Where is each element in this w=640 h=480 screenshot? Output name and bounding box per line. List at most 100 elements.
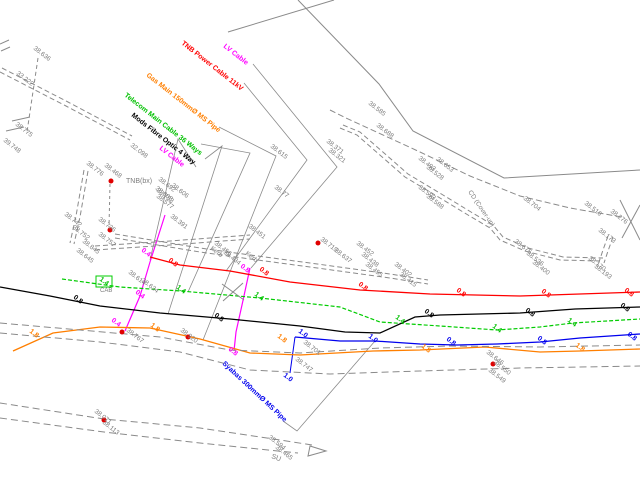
elevation-label: 38.747 xyxy=(294,356,314,374)
elevation-label: 38.775 xyxy=(14,121,34,139)
cross-mark-2a xyxy=(619,199,640,241)
elevation-label: 38.468 xyxy=(103,162,123,180)
survey-point xyxy=(101,417,107,423)
elevation-label: 38.636 xyxy=(32,45,52,63)
depth-label: 0.8 xyxy=(213,312,225,324)
corner-mark-1 xyxy=(0,39,10,45)
depth-label: 0.8 xyxy=(623,287,635,299)
depth-label: 0.8 xyxy=(72,294,84,306)
tnb-trench-dashed xyxy=(69,169,85,244)
elevation-label: 38.688 xyxy=(375,122,395,140)
depth-label: 0.8 xyxy=(423,308,435,320)
kerb-dashed-upper xyxy=(94,238,251,251)
survey-point xyxy=(108,178,114,184)
kerb-dashed-upper xyxy=(94,234,251,247)
utility-label-gas: Gas Main 150mmØ MS Pipe xyxy=(145,72,222,134)
elevation-label: 38.391 xyxy=(169,213,189,231)
kerb-dashed-mid xyxy=(249,254,429,281)
cross-mark-1b xyxy=(222,282,244,302)
survey-tick-1 xyxy=(11,116,31,122)
cable-box xyxy=(95,275,113,288)
depth-label: 1.0 xyxy=(367,333,379,345)
survey-tick-2 xyxy=(5,126,25,132)
depth-label: 1.0 xyxy=(282,372,294,384)
depth-label: 1.4 xyxy=(491,323,503,335)
elevation-label: 38.767 xyxy=(125,327,145,345)
corner-mark-2 xyxy=(0,46,11,52)
depth-label: 0.4 xyxy=(110,317,122,329)
survey-point xyxy=(490,361,496,367)
depth-label: 1.4 xyxy=(566,317,578,329)
depth-label: 1.4 xyxy=(394,314,406,326)
depth-label: 0.8 xyxy=(167,257,179,269)
depth-label: 1.8 xyxy=(149,322,161,334)
depth-label: 0.8 xyxy=(626,331,638,343)
syabas-pipe-line xyxy=(294,333,640,346)
depth-label: 1.0 xyxy=(297,328,309,340)
leader-telecom-cable xyxy=(187,143,251,293)
tnb-dashed-drop xyxy=(108,183,111,228)
leader-lv-cable-1 xyxy=(250,63,338,269)
survey-dashed-ne-pair xyxy=(339,127,601,262)
cross-mark-2b xyxy=(621,204,640,239)
fibre-optic-line xyxy=(0,286,640,334)
survey-dashed-east-vertical xyxy=(603,236,614,264)
survey-dashed-topleft xyxy=(0,71,131,141)
tnb-trench-dashed xyxy=(73,170,89,245)
leader-gas-main xyxy=(202,126,277,341)
elevation-label: 38.585 xyxy=(367,100,387,118)
survey-dashed-ne-long xyxy=(329,109,623,218)
lv-cable-crossing-1 xyxy=(124,214,166,332)
depth-label: 1.4 xyxy=(98,276,110,288)
depth-label: 1.8 xyxy=(276,333,288,345)
plot-boundary xyxy=(297,0,640,179)
road-dashed-bottom-2 xyxy=(0,417,299,454)
depth-label: 0.8 xyxy=(455,287,467,299)
elevation-label: 38.173 xyxy=(597,227,617,245)
tnb-power-cable-line xyxy=(149,256,640,297)
plot-boundary-spur xyxy=(227,0,335,33)
gas-main-pipe-line xyxy=(12,326,640,356)
depth-label: 0.8 xyxy=(524,307,536,319)
leader-fibre-optic xyxy=(167,144,223,315)
kerb-label: Kerb xyxy=(244,250,259,264)
leader-lv-cable-2 xyxy=(149,137,197,261)
road-dashed-bottom-1 xyxy=(0,402,313,446)
survey-point xyxy=(185,334,191,340)
survey-station-label: SU xyxy=(270,453,282,463)
depth-label: 0.8 xyxy=(536,335,548,347)
elevation-label: 38.757 xyxy=(97,231,117,249)
elevation-label: 38.276 xyxy=(609,208,629,226)
depth-label: 1.4 xyxy=(175,284,187,296)
leader-syabas-pipe xyxy=(282,340,376,432)
depth-label: 0.8 xyxy=(357,281,369,293)
depth-label: 1.4 xyxy=(253,291,265,303)
survey-dashed-ne-pair xyxy=(342,124,604,259)
utility-label-tnb: TNB Power Cable 11kV xyxy=(180,40,245,93)
kerb-dashed-west xyxy=(114,233,251,256)
depth-label: 0.4 xyxy=(134,289,146,301)
survey-point xyxy=(315,240,321,246)
cable-box-label: CAB xyxy=(100,288,112,294)
elevation-label: 39.748 xyxy=(2,137,22,155)
survey-dashed-topleft xyxy=(1,67,133,137)
kerb-dashed-mid xyxy=(249,258,429,285)
elevation-label: 32.098 xyxy=(129,142,149,160)
road-dashed-lower-1 xyxy=(0,322,640,354)
leader-tnb-cable xyxy=(225,82,308,272)
tnb-box-label: TNB(bx) xyxy=(126,178,152,185)
road-dashed-lower-2 xyxy=(0,332,640,375)
survey-dashed-vertical xyxy=(26,57,39,133)
elevation-label: 38.637 xyxy=(333,247,353,265)
survey-station-arrow xyxy=(307,445,328,457)
elevation-label: 38.704 xyxy=(522,195,542,213)
depth-label: 0.8 xyxy=(227,346,239,358)
elevation-label: 38.516 xyxy=(583,200,603,218)
depth-label: 1.8 xyxy=(574,342,586,354)
elevation-label: 38.615 xyxy=(269,143,289,161)
depth-label: 0.8 xyxy=(540,288,552,300)
survey-dashed-east-vertical xyxy=(598,235,609,263)
depth-label: 1.8 xyxy=(28,328,40,340)
